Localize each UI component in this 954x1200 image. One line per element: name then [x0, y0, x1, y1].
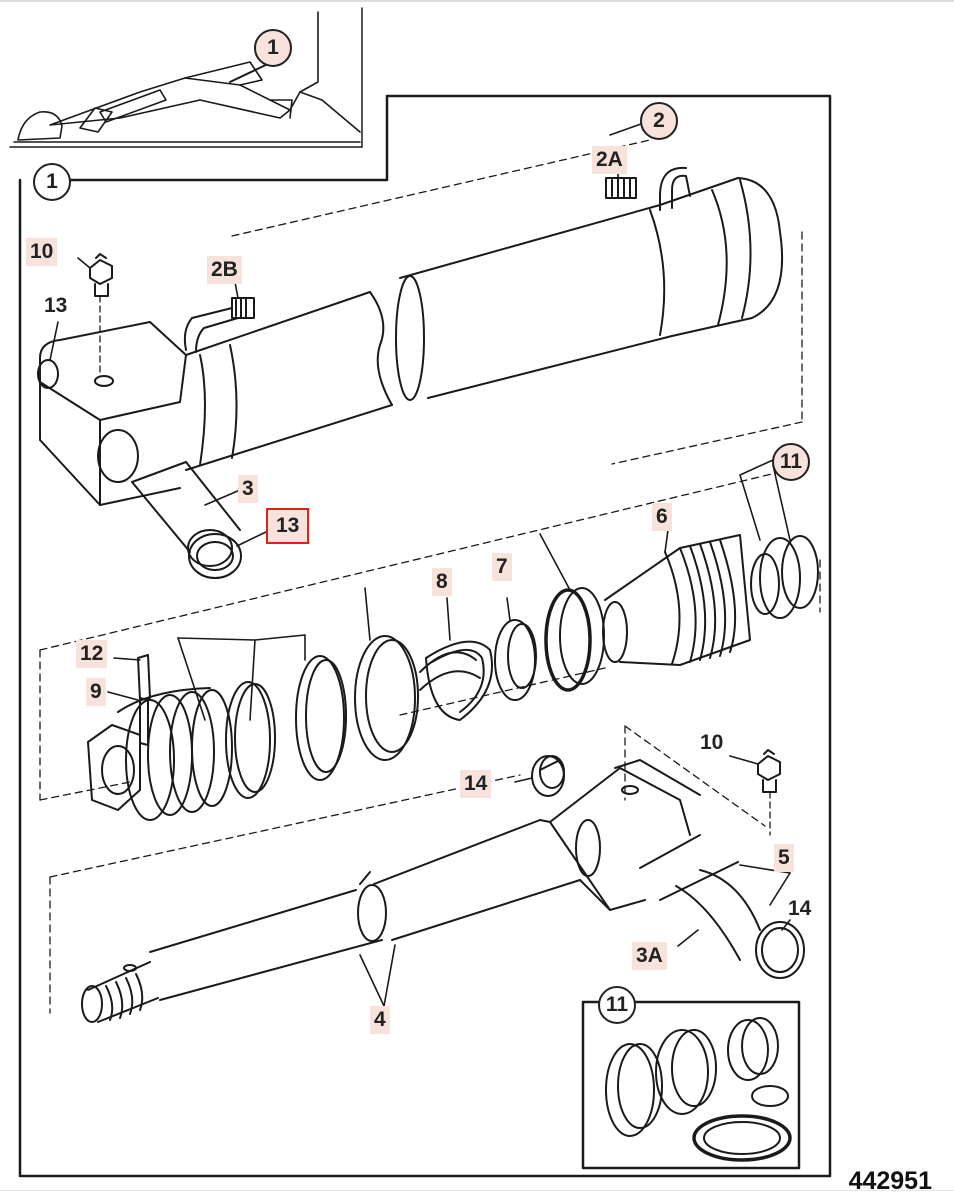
- grease-nipple-right: [757, 749, 781, 793]
- label-4[interactable]: 4: [370, 1006, 390, 1034]
- machine-thumbnail: [13, 11, 361, 143]
- label-13-selected[interactable]: 13: [266, 508, 310, 544]
- callout-1-main[interactable]: 1: [33, 163, 71, 201]
- label-8[interactable]: 8: [432, 568, 452, 596]
- main-frame: [18, 94, 832, 1178]
- callout-11-inset[interactable]: 11: [598, 986, 636, 1024]
- label-7[interactable]: 7: [492, 553, 512, 581]
- label-2B[interactable]: 2B: [207, 256, 242, 284]
- machine-inset-frame: [9, 7, 363, 148]
- label-2A[interactable]: 2A: [592, 146, 627, 174]
- rod-thread: [81, 961, 159, 1023]
- label-3A[interactable]: 3A: [632, 942, 667, 970]
- label-10-top[interactable]: 10: [26, 238, 58, 266]
- label-14-left[interactable]: 14: [460, 770, 492, 798]
- label-14-right[interactable]: 14: [788, 897, 812, 920]
- grease-nipple-left: [89, 253, 113, 297]
- label-3[interactable]: 3: [238, 475, 258, 503]
- cylinder-barrel: [39, 166, 784, 506]
- bottom-border: [0, 1190, 954, 1191]
- label-9[interactable]: 9: [86, 678, 106, 706]
- gland-6: [602, 534, 819, 666]
- label-12[interactable]: 12: [76, 640, 108, 668]
- callout-1-thumbnail[interactable]: 1: [254, 29, 292, 67]
- label-10-right[interactable]: 10: [700, 731, 724, 754]
- callout-2[interactable]: 2: [640, 102, 678, 140]
- inset-seal-kit: [605, 1017, 792, 1162]
- label-13-left[interactable]: 13: [44, 294, 68, 317]
- inset-11-frame: [581, 1000, 801, 1170]
- leader-lines: [49, 118, 791, 1007]
- piston-head: [87, 654, 233, 821]
- piston-rod: [149, 755, 805, 1001]
- top-border: [0, 0, 954, 2]
- label-6[interactable]: 6: [652, 503, 672, 531]
- housing-dashed-box: [231, 139, 803, 465]
- pivot-tube: [131, 461, 242, 579]
- label-5[interactable]: 5: [774, 844, 794, 872]
- callout-11-main[interactable]: 11: [772, 443, 810, 481]
- diagram-reference-number: 442951: [848, 1167, 932, 1195]
